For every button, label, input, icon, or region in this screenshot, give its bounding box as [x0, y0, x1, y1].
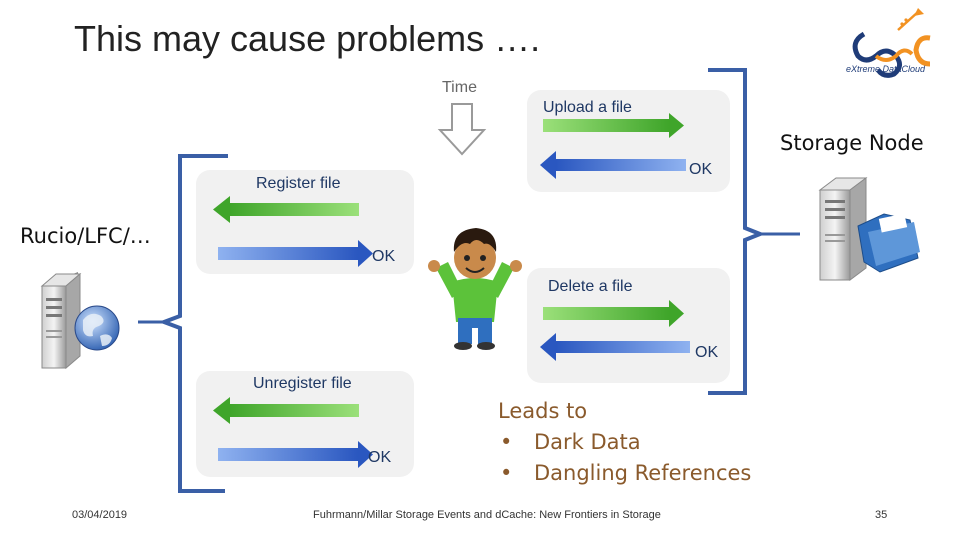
consequences-list: Leads to Dark Data Dangling References [498, 396, 751, 489]
upload-request-arrow [543, 113, 684, 138]
catalog-label: Rucio/LFC/… [20, 224, 151, 248]
upload-panel [527, 90, 730, 192]
person-icon [428, 228, 522, 350]
down-arrow-icon [437, 103, 487, 156]
unregister-ok-arrow [218, 441, 373, 468]
page-number: 35 [875, 509, 888, 521]
unregister-request-arrow [213, 397, 359, 424]
delete-ok-arrow [540, 333, 690, 361]
server-folder-icon [818, 177, 920, 281]
register-request-arrow [213, 196, 359, 223]
xdc-logo [852, 8, 931, 78]
unregister-label: Unregister file [253, 375, 352, 392]
bullet-dangling-references: Dangling References [498, 458, 751, 489]
upload-label: Upload a file [543, 99, 632, 116]
logo-text: eXtreme DataCloud [846, 64, 926, 74]
upload-ok-label: OK [689, 161, 713, 178]
unregister-ok-label: OK [368, 449, 392, 466]
delete-request-arrow [543, 300, 684, 327]
server-globe-icon [40, 272, 120, 370]
bullet-dark-data: Dark Data [498, 427, 751, 458]
delete-ok-label: OK [695, 344, 719, 361]
register-ok-arrow [218, 240, 373, 267]
time-label: Time [442, 79, 477, 96]
footer-date: 03/04/2019 [72, 509, 128, 521]
storage-node-label: Storage Node [780, 131, 924, 155]
delete-label: Delete a file [548, 278, 633, 295]
leads-to-heading: Leads to [498, 399, 588, 423]
slide-title: This may cause problems …. [74, 18, 541, 59]
footer-center: Fuhrmann/Millar Storage Events and dCach… [313, 509, 661, 521]
register-ok-label: OK [372, 248, 396, 265]
register-label: Register file [256, 175, 341, 192]
delete-panel [527, 268, 730, 383]
upload-ok-arrow [540, 151, 686, 179]
